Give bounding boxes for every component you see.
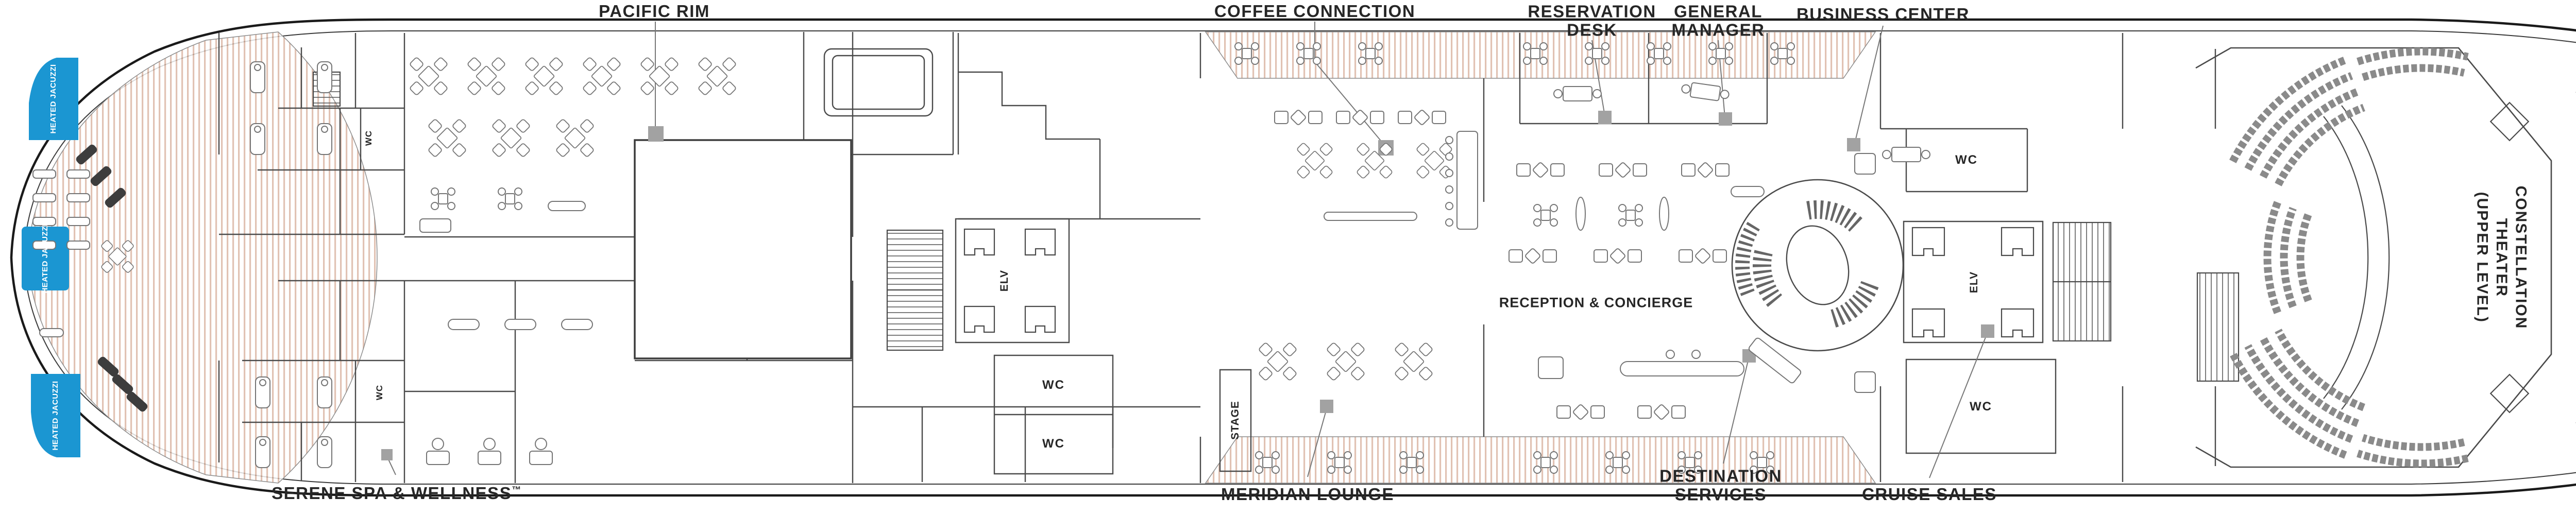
jacuzzi-label-line: JACUZZI xyxy=(41,224,50,259)
jacuzzi-label-line: HEATED xyxy=(49,100,58,134)
elevator-icons xyxy=(963,227,2035,338)
stage-label: STAGE xyxy=(1229,401,1241,440)
theater-label-line: CONSTELLATION xyxy=(2512,185,2530,330)
heated-jacuzzi-label: HEATED JACUZZI xyxy=(51,381,60,451)
stairs xyxy=(312,71,2240,382)
elevator-label-starboard: ELV xyxy=(1968,271,1980,294)
wc-label-mid-lower: WC xyxy=(1042,437,1065,451)
large-room xyxy=(634,139,852,359)
callout-line: GENERAL xyxy=(1674,2,1762,21)
jacuzzi-label-line: HEATED xyxy=(51,417,60,451)
leader-meridian-lounge xyxy=(1307,406,1328,477)
wc-label-spa-bottom: WC xyxy=(375,384,384,401)
wc-label-right-top: WC xyxy=(1955,153,1978,167)
wc-label-spa-top: WC xyxy=(364,130,374,146)
callout-pacific-rim: PACIFIC RIM xyxy=(599,2,710,21)
heated-jacuzzi-label: HEATED JACUZZI xyxy=(41,224,49,293)
reception-concierge-label: RECEPTION & CONCIERGE xyxy=(1499,295,1693,311)
interior-walls xyxy=(218,32,2576,483)
jacuzzi-label-line: JACUZZI xyxy=(51,381,60,416)
theater-seat-rows xyxy=(2229,47,2469,468)
jacuzzi-shape xyxy=(29,58,78,140)
callout-meridian-lounge: MERIDIAN LOUNGE xyxy=(1221,485,1394,504)
callout-reservation-desk: RESERVATION DESK xyxy=(1528,2,1656,39)
jacuzzi-label-line: JACUZZI xyxy=(49,64,58,99)
stairs-block xyxy=(2196,272,2240,382)
callout-business-center: BUSINESS CENTER xyxy=(1796,5,1970,24)
jacuzzi-shape xyxy=(31,374,80,457)
callout-line: DESK xyxy=(1567,20,1617,39)
elevator-label-port: ELV xyxy=(998,269,1010,292)
serene-spa-text: SERENE SPA & WELLNESS xyxy=(272,484,512,503)
jacuzzi-label-line: HEATED xyxy=(41,260,50,294)
callout-line: DESTINATION xyxy=(1659,466,1782,486)
balcony-edge xyxy=(2323,105,2390,410)
callout-line: RESERVATION xyxy=(1528,2,1656,21)
callout-line: MANAGER xyxy=(1671,20,1765,39)
leader-business-center xyxy=(1854,25,1884,144)
leader-cruise-sales xyxy=(1929,332,1988,478)
callout-destination-services: DESTINATION SERVICES xyxy=(1659,467,1782,503)
callout-serene-spa: SERENE SPA & WELLNESS™ xyxy=(272,484,522,503)
heated-jacuzzi-label: HEATED JACUZZI xyxy=(49,64,58,133)
hull-outline xyxy=(10,18,2576,497)
leader-destination-services xyxy=(1723,356,1750,464)
callout-line: SERVICES xyxy=(1674,485,1767,504)
trademark-symbol: ™ xyxy=(512,485,522,495)
callout-cruise-sales: CRUISE SALES xyxy=(1862,485,1997,504)
constellation-theater-label: CONSTELLATION THEATER (UPPER LEVEL) xyxy=(2472,186,2531,330)
furniture-layer xyxy=(32,42,1930,474)
spiral-staircase xyxy=(1731,179,1904,352)
wc-label-right-bottom: WC xyxy=(1970,400,1992,414)
wc-label-mid-upper: WC xyxy=(1042,378,1065,392)
theater-walls xyxy=(2195,47,2552,468)
callout-general-manager: GENERAL MANAGER xyxy=(1672,2,1765,39)
theater-label-line: THEATER xyxy=(2493,218,2510,297)
theater xyxy=(2195,47,2552,468)
callout-coffee-connection: COFFEE CONNECTION xyxy=(1214,2,1416,21)
theater-label-line: (UPPER LEVEL) xyxy=(2473,192,2491,323)
